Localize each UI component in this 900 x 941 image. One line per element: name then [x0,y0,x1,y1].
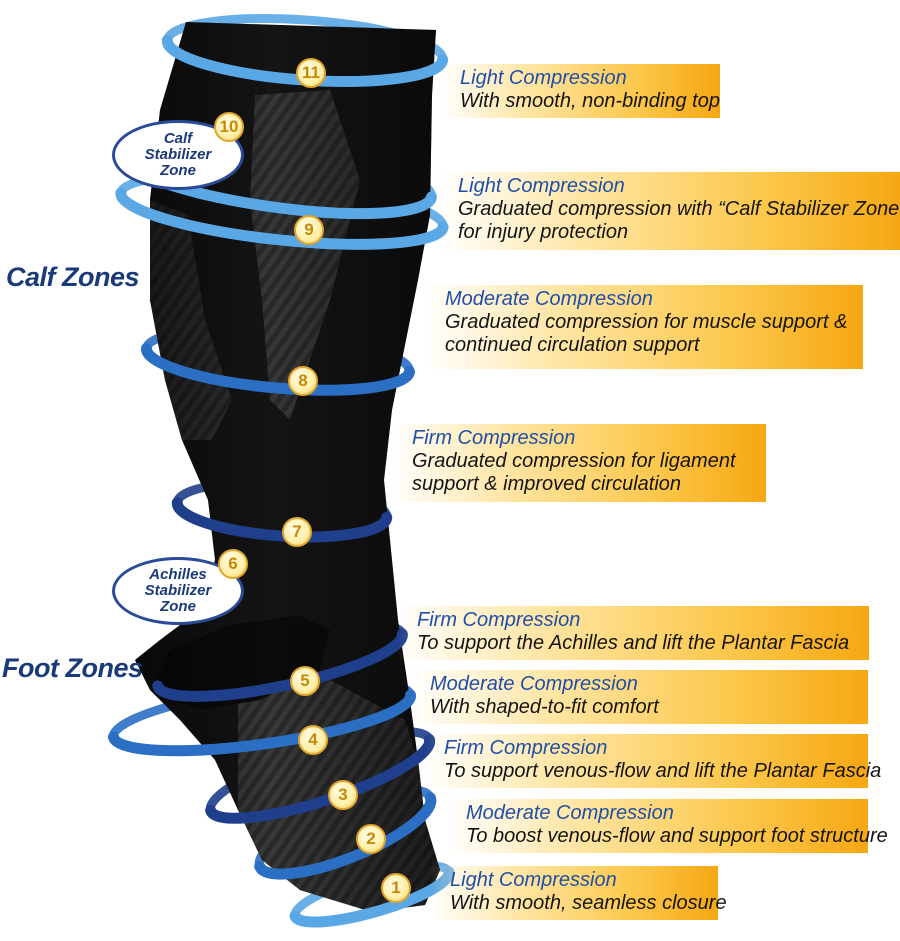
zone-title: Moderate Compression [466,802,674,824]
zone-description: To boost venous-flow and support foot st… [466,825,888,847]
zone-panel-7: Firm Compression Graduated compression f… [392,424,766,502]
compression-ring-2-front [254,792,437,880]
zone-title: Firm Compression [444,737,608,759]
zone-title: Light Compression [458,175,625,197]
zone-title: Moderate Compression [430,673,638,695]
zone-badge-1: 1 [381,873,411,903]
compression-ring-9-front [115,187,449,250]
zone-description: With smooth, non-binding top [460,90,720,112]
zone-description: Graduated compression for muscle support… [445,311,848,333]
zone-badge-10: 10 [214,112,244,142]
zone-description: To support venous-flow and lift the Plan… [444,760,882,782]
zone-description: for injury protection [458,221,629,243]
zone-badge-9: 9 [294,215,324,245]
zone-description: support & improved circulation [412,473,682,495]
zone-title: Light Compression [450,869,617,891]
compression-ring-8-front [141,342,415,396]
zone-badge-7: 7 [282,517,312,547]
sleeve-front-rings [107,34,455,928]
zone-badge-8: 8 [288,366,318,396]
zone-description: Graduated compression with “Calf Stabili… [458,198,900,220]
stabilizer-line: Stabilizer [144,146,212,163]
compression-ring-7-front [171,497,393,543]
zone-title: Firm Compression [417,609,581,631]
calf-zones-label: Calf Zones [6,262,140,292]
zone-panel-11: Light Compression With smooth, non-bindi… [440,64,720,118]
zone-panel-8: Moderate Compression Graduated compressi… [425,285,863,369]
stabilizer-line: Zone [160,162,196,179]
zone-badge-3: 3 [328,780,358,810]
zone-badge-5: 5 [290,666,320,696]
zone-panel-9: Light Compression Graduated compression … [440,172,900,250]
zone-panel-5: Firm Compression To support the Achilles… [397,606,869,660]
zone-panel-2: Moderate Compression To boost venous-flo… [446,799,888,853]
zone-description: Graduated compression for ligament [412,450,736,472]
compression-ring-4-front [107,689,417,757]
zone-badge-2: 2 [356,824,386,854]
zone-title: Light Compression [460,67,627,89]
stabilizer-line: Stabilizer [144,582,212,599]
zone-badge-6: 6 [218,549,248,579]
zone-description: To support the Achilles and lift the Pla… [417,632,850,654]
zone-badge-4: 4 [298,725,328,755]
achilles-stabilizer-oval: Achilles Stabilizer Zone [112,557,244,625]
zone-title: Firm Compression [412,427,576,449]
zone-description: With shaped-to-fit comfort [430,696,659,718]
zone-panel-1: Light Compression With smooth, seamless … [430,866,727,920]
compression-ring-5-front [152,628,408,702]
stabilizer-line: Calf [163,130,193,147]
zone-description: continued circulation support [445,334,700,356]
zone-panel-3: Firm Compression To support venous-flow … [424,734,882,788]
zone-panel-4: Moderate Compression With shaped-to-fit … [410,670,868,724]
foot-zones-label: Foot Zones [2,653,143,683]
stabilizer-line: Zone [160,598,196,615]
stabilizer-line: Achilles [149,566,207,583]
zone-description: With smooth, seamless closure [450,892,727,914]
zone-badge-11: 11 [296,58,326,88]
zone-title: Moderate Compression [445,288,653,310]
